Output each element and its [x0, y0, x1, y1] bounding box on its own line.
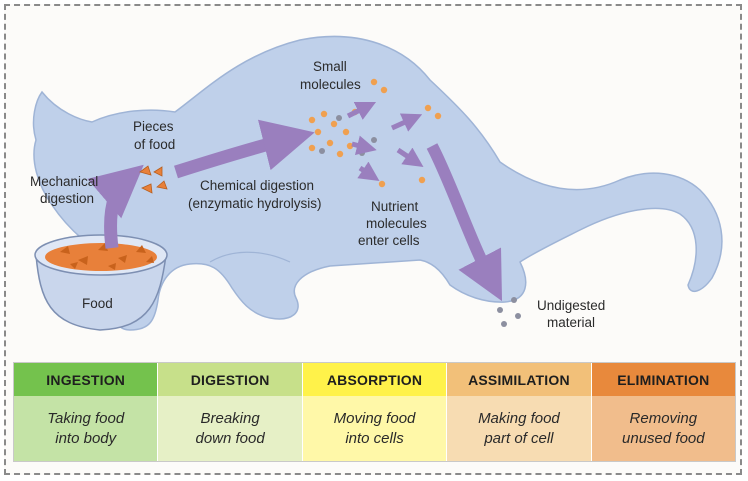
stage-description: Making food part of cell: [447, 396, 591, 461]
label-chemical-digestion: Chemical digestion (enzymatic hydrolysis…: [188, 178, 322, 211]
stage-title: DIGESTION: [158, 363, 302, 396]
absorption-arrows: [346, 101, 424, 181]
stage-description: Removing unused food: [591, 396, 736, 461]
stage-description: Moving food into cells: [302, 396, 447, 461]
label-mechanical-digestion: Mechanical digestion: [30, 174, 102, 206]
label-undigested-material: Undigested material: [537, 298, 609, 330]
ingestion-arrow: [87, 164, 144, 249]
stage-digestion: DIGESTION Breaking down food: [157, 363, 302, 461]
cat-body: [32, 35, 723, 331]
stage-elimination: ELIMINATION Removing unused food: [590, 363, 736, 461]
stage-ingestion: INGESTION Taking food into body: [14, 363, 158, 461]
stage-absorption: ABSORPTION Moving food into cells: [301, 363, 447, 461]
cat-leg-line: [209, 251, 291, 263]
elimination-arrow: [426, 143, 503, 302]
stage-assimilation: ASSIMILATION Making food part of cell: [446, 363, 591, 461]
undigested-particles: [497, 297, 521, 327]
stage-title: ELIMINATION: [591, 363, 736, 396]
food-bowl: [34, 234, 168, 331]
label-pieces-of-food: Pieces of food: [133, 119, 177, 152]
stage-description: Taking food into body: [14, 396, 158, 461]
stage-title: INGESTION: [14, 363, 158, 396]
stage-title: ASSIMILATION: [447, 363, 591, 396]
label-small-molecules: Small molecules: [300, 59, 361, 92]
label-nutrient-molecules: Nutrient molecules enter cells: [358, 199, 431, 248]
label-food: Food: [82, 296, 113, 311]
stages-table: INGESTION Taking food into body DIGESTIO…: [13, 362, 736, 462]
food-pieces: [139, 165, 168, 194]
stage-description: Breaking down food: [158, 396, 302, 461]
stage-title: ABSORPTION: [302, 363, 447, 396]
chemical-digestion-arrow: [174, 119, 315, 179]
